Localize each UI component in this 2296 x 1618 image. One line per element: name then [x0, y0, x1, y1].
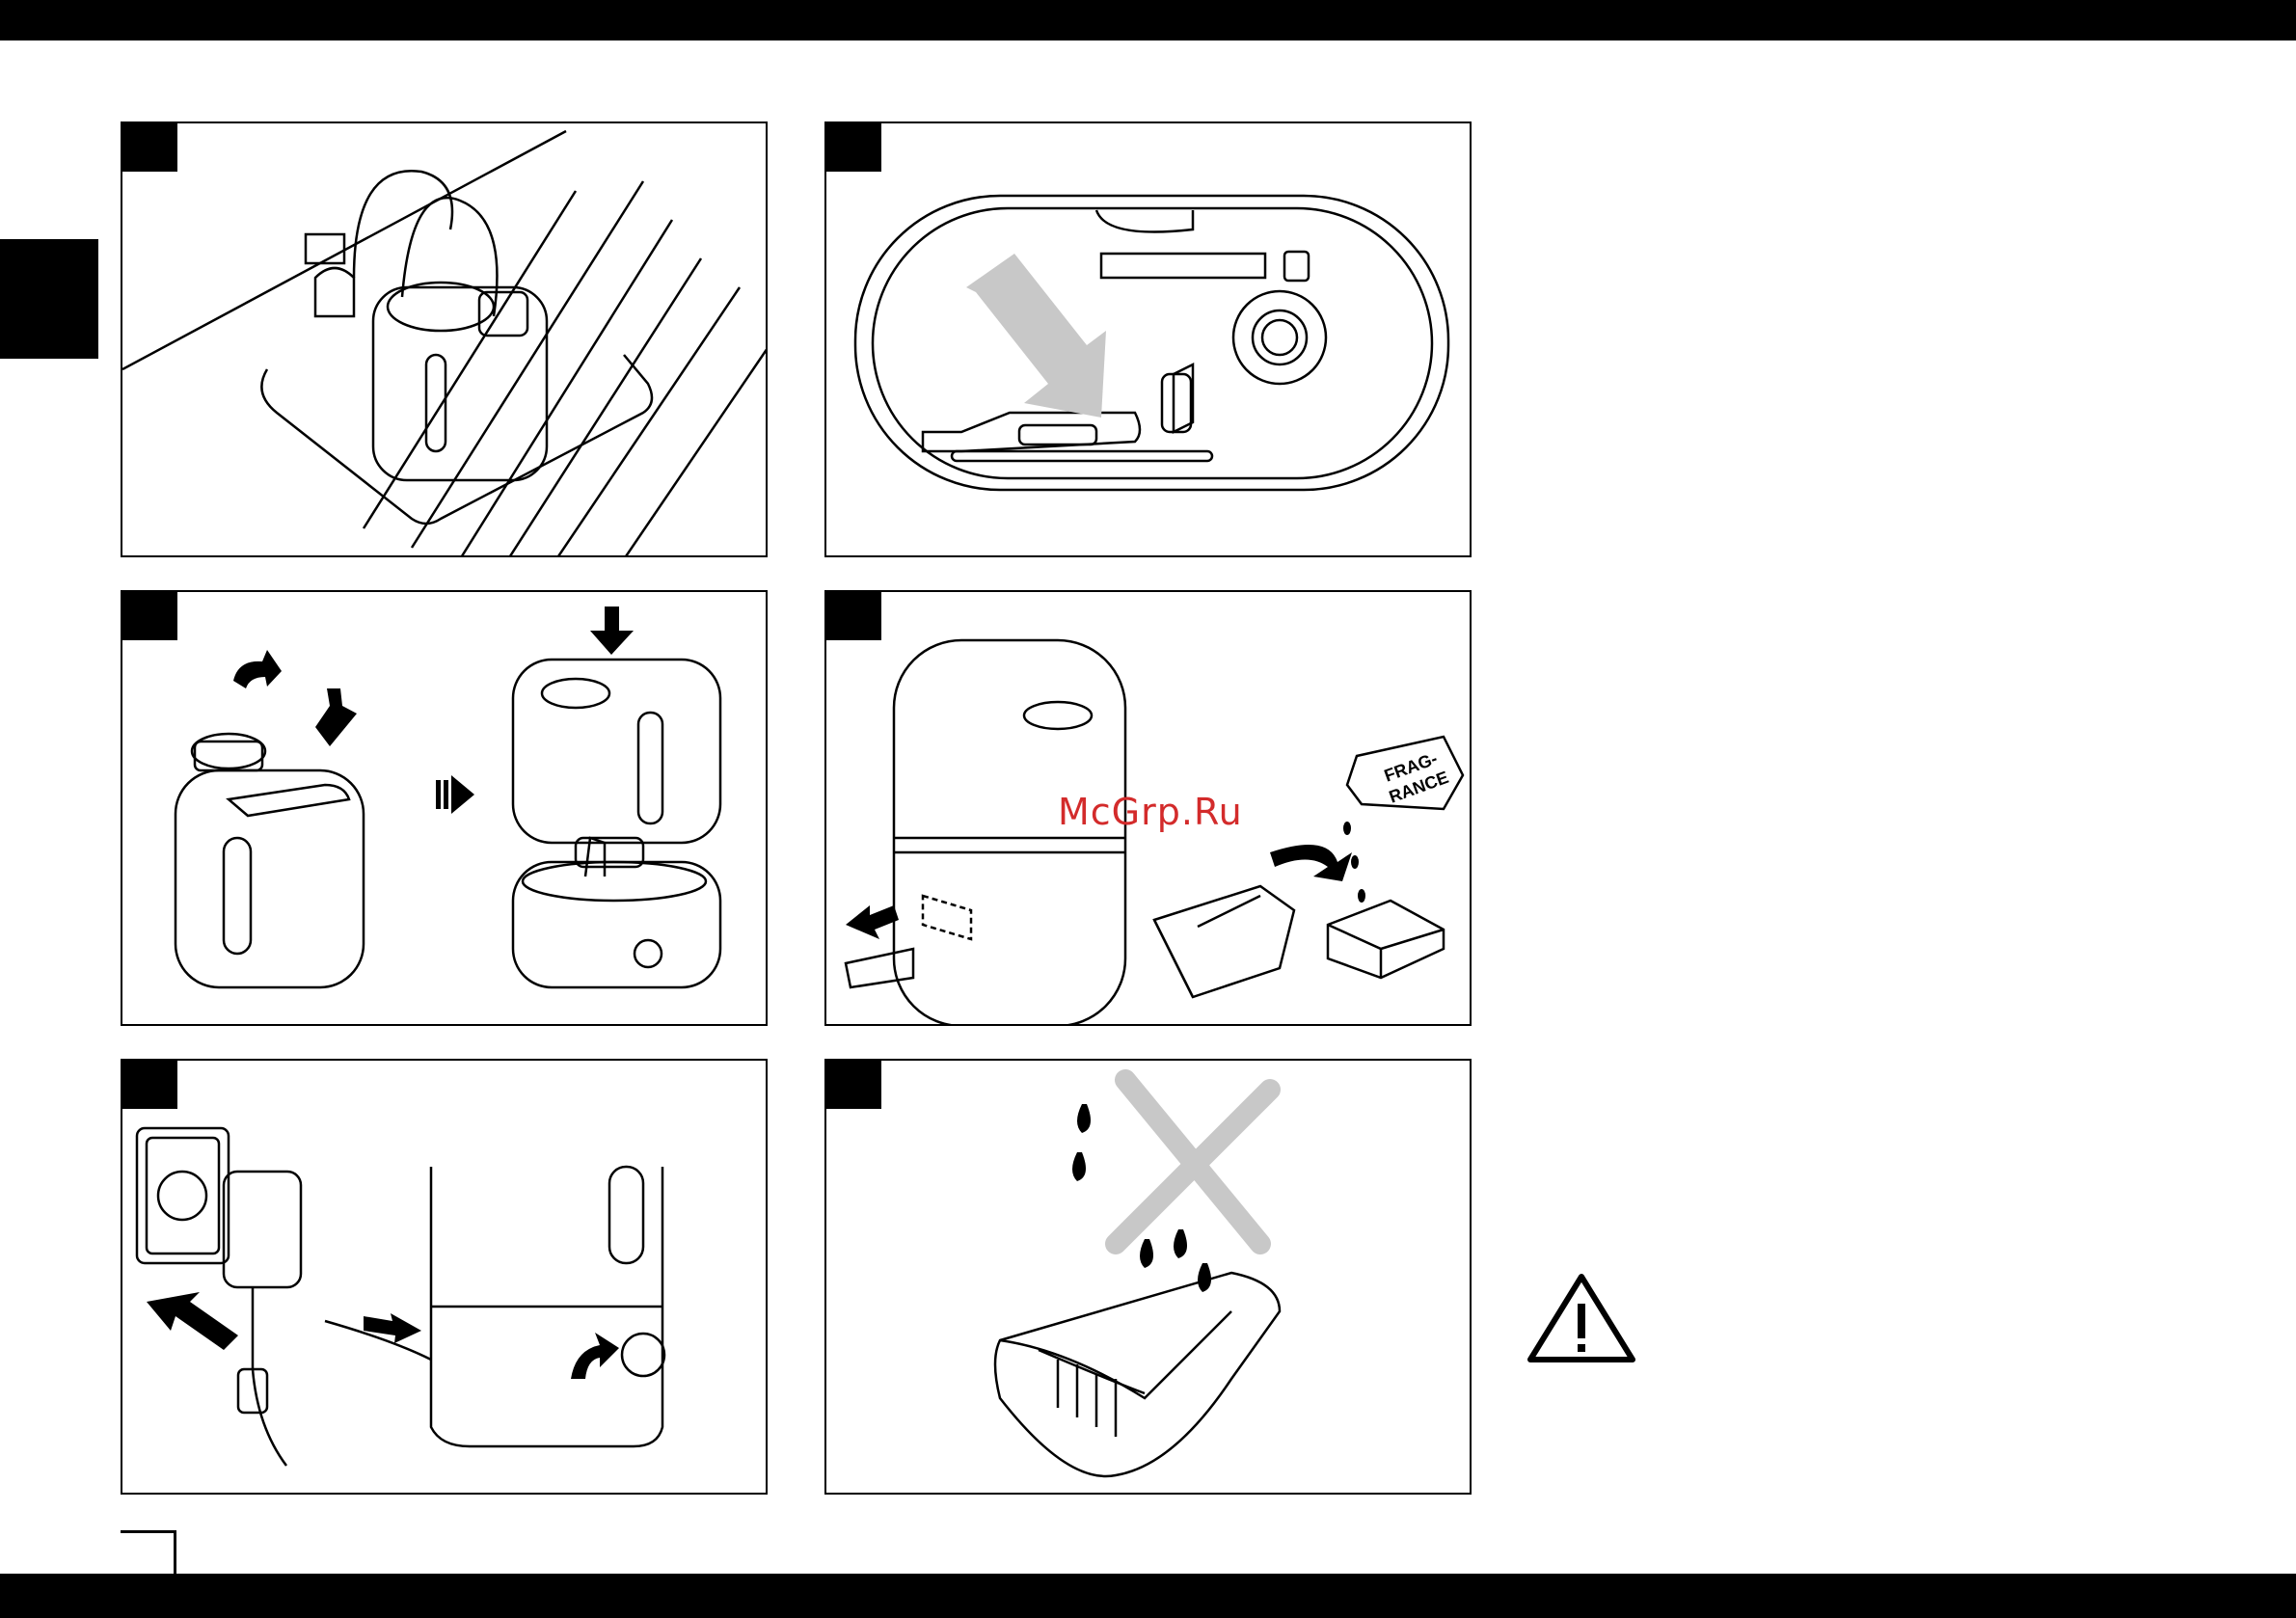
- panel-do-not-put-water-in-tray: [824, 1059, 1472, 1495]
- water-drop-icon: [1198, 1263, 1211, 1292]
- water-drop-icon: [1077, 1104, 1091, 1133]
- sink-illustration: [122, 123, 768, 557]
- side-section-tab: [0, 239, 98, 359]
- water-drop-icon: [1174, 1229, 1187, 1258]
- warning-triangle-icon: [1526, 1271, 1637, 1370]
- tray-illustration: [826, 1061, 1472, 1495]
- arrow-icon: [364, 1313, 421, 1343]
- step-number-box: [826, 123, 881, 172]
- power-adapter-illustration: [122, 1061, 768, 1495]
- panel-tank-underside-filter: [824, 121, 1472, 557]
- arrow-icon: [315, 688, 357, 746]
- watermark: McGrp.Ru: [1058, 791, 1243, 833]
- step-number-box: [122, 1061, 177, 1109]
- bottom-black-bar: [0, 1574, 2296, 1618]
- step-number-box: [122, 592, 177, 640]
- panel-fill-tank-at-sink: [121, 121, 768, 557]
- arrow-icon: [571, 1333, 619, 1379]
- water-drop-icon: [1072, 1152, 1086, 1181]
- tank-underside-illustration: [826, 123, 1472, 557]
- arrow-icon: [233, 650, 282, 688]
- panel-remove-cap-and-mount-tank: [121, 590, 768, 1026]
- cross-mark-icon: [1116, 1080, 1270, 1244]
- arrow-icon: [451, 775, 474, 814]
- water-drop-icon: [1140, 1239, 1153, 1268]
- arrow-icon: [590, 607, 634, 655]
- tank-assembly-illustration: [122, 592, 768, 1026]
- step-number-box: [826, 1061, 881, 1109]
- water-drop-icon: [1358, 889, 1365, 903]
- panel-connect-power-adapter: [121, 1059, 768, 1495]
- step-number-box: [122, 123, 177, 172]
- page-corner-mark: [121, 1530, 176, 1575]
- arrow-icon: [846, 905, 899, 939]
- top-black-bar: [0, 0, 2296, 40]
- step-number-box: [826, 592, 881, 640]
- water-drop-icon: [1343, 822, 1351, 835]
- arrow-icon: [1270, 845, 1352, 881]
- arrow-icon: [147, 1292, 238, 1350]
- water-drop-icon: [1351, 855, 1359, 869]
- arrow-icon: [966, 254, 1106, 418]
